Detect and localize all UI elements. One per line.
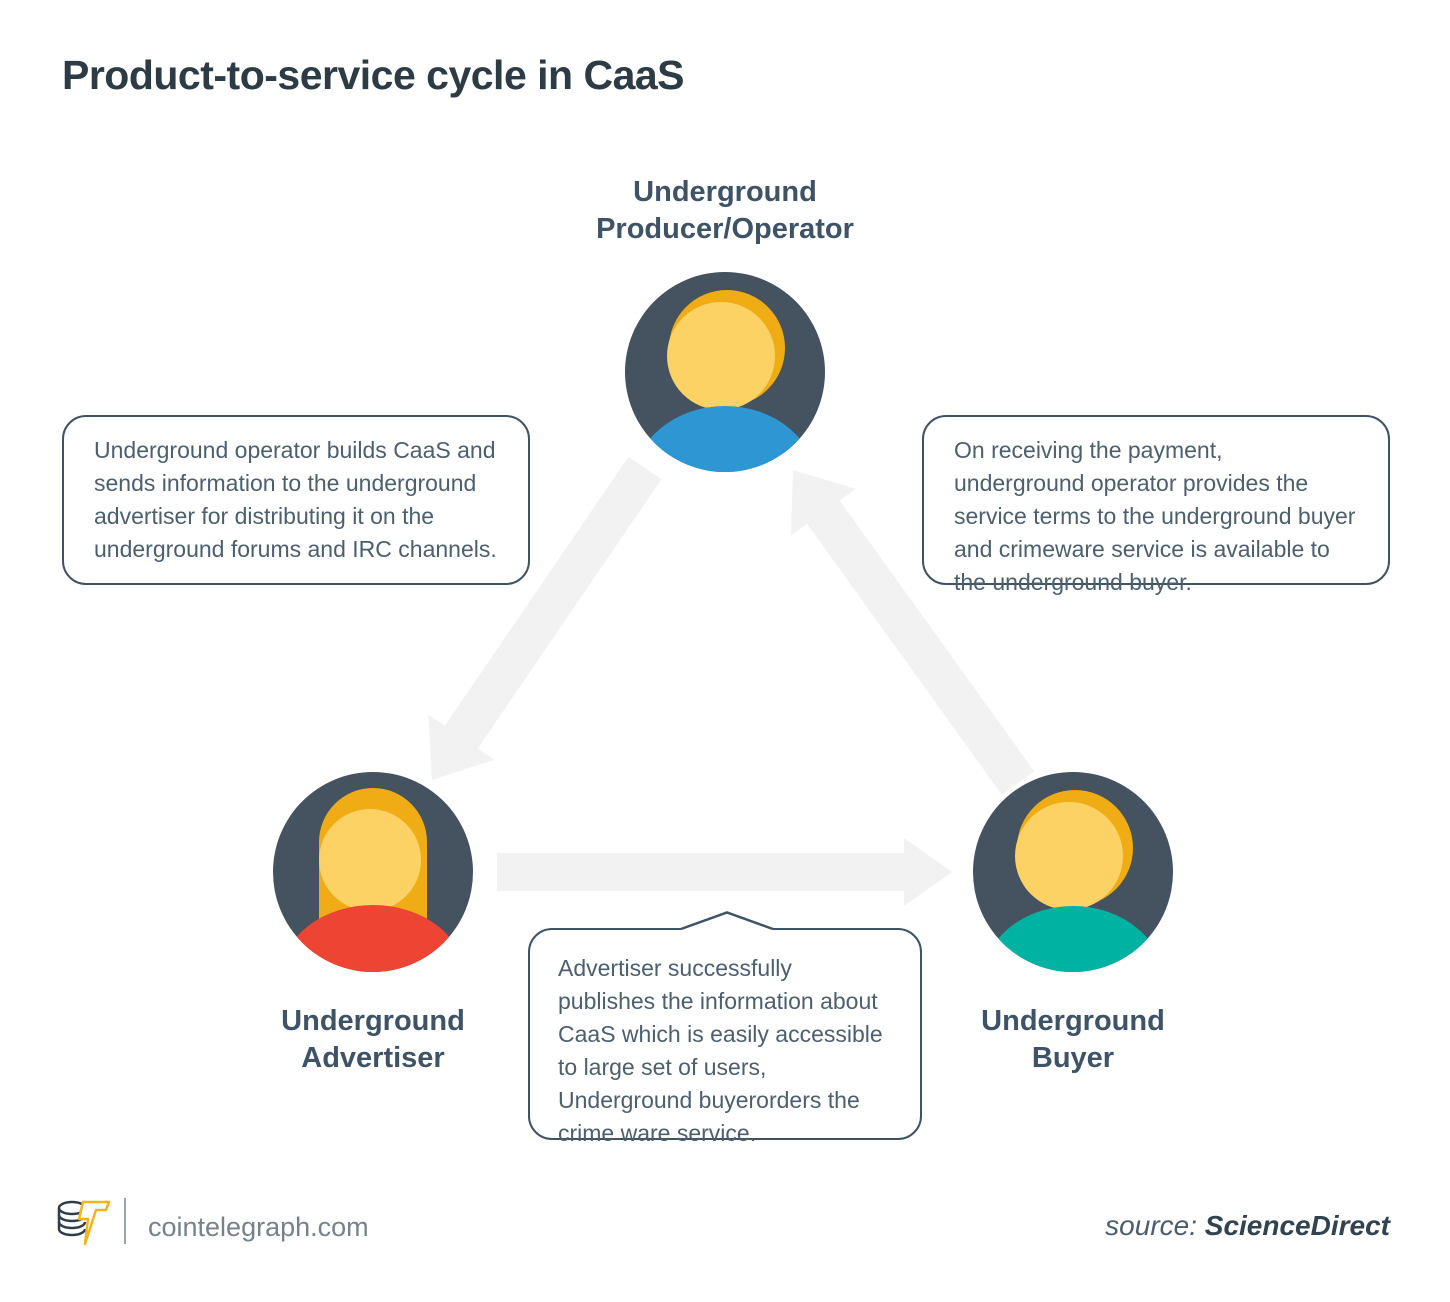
callout-left-text: Underground operator builds CaaS and sen…	[94, 437, 497, 562]
buyer-label: Underground Buyer	[873, 1003, 1273, 1077]
buyer-avatar-icon	[973, 772, 1173, 972]
buyer-label-line1: Underground	[981, 1005, 1165, 1037]
page-title: Product-to-service cycle in CaaS	[62, 52, 685, 98]
producer-avatar-icon	[625, 272, 825, 472]
arrow-buyer-to-producer-icon	[790, 470, 1035, 795]
callout-producer-to-advertiser: Underground operator builds CaaS and sen…	[62, 415, 530, 585]
advertiser-avatar-icon	[273, 772, 473, 972]
footer-source-label: source:	[1105, 1210, 1197, 1241]
cointelegraph-logo-icon	[57, 1200, 111, 1246]
arrow-advertiser-to-buyer-icon	[497, 838, 952, 906]
advertiser-label-line2: Advertiser	[301, 1042, 445, 1074]
footer-site-url: cointelegraph.com	[148, 1212, 369, 1242]
callout-producer-to-buyer: On receiving the payment, underground op…	[922, 415, 1390, 595]
producer-label-line1: Underground	[633, 176, 817, 208]
producer-label: Underground Producer/Operator	[525, 174, 925, 248]
callout-bottom-text: Advertiser successfully publishes the in…	[558, 955, 883, 1146]
callout-notch-icon	[680, 911, 774, 934]
buyer-label-line2: Buyer	[1031, 1042, 1115, 1074]
advertiser-label-line1: Underground	[281, 1005, 465, 1037]
arrow-producer-to-advertiser-icon	[428, 456, 662, 780]
footer-source: source: ScienceDirect	[890, 1210, 1390, 1242]
callout-right-text: On receiving the payment, underground op…	[954, 437, 1356, 595]
advertiser-label: Underground Advertiser	[173, 1003, 573, 1077]
footer-divider	[124, 1198, 126, 1244]
footer-source-name: ScienceDirect	[1204, 1210, 1390, 1241]
callout-advertiser-to-buyer: Advertiser successfully publishes the in…	[528, 911, 922, 1146]
producer-label-line2: Producer/Operator	[596, 213, 854, 245]
